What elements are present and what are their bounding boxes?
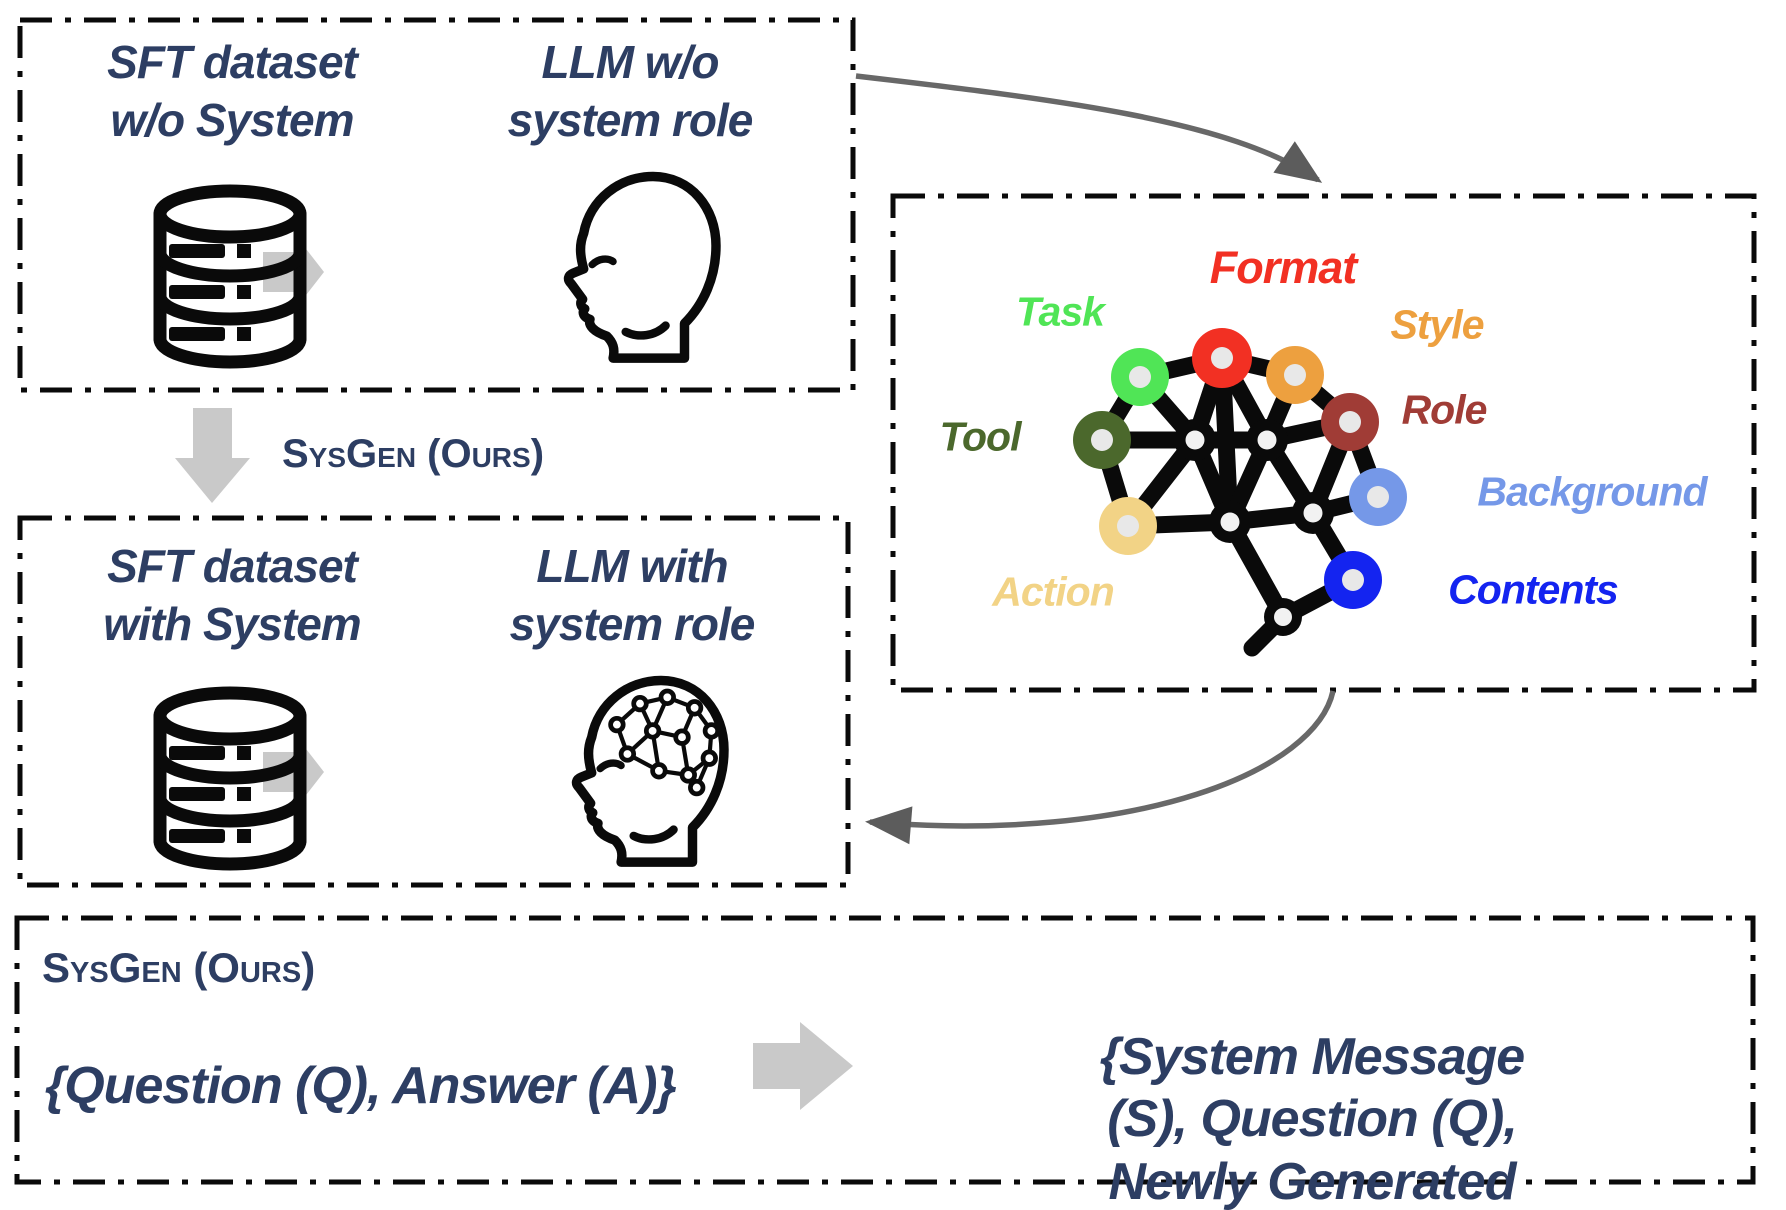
middle-box-llm-title: LLM with system role [509,540,756,650]
attributes-box-border [890,193,1757,693]
attr-label-tool: Tool [939,413,1021,460]
top-box-dataset-title: SFT dataset w/o System [107,36,358,146]
attr-label-action: Action [992,568,1115,615]
background-node [1349,468,1407,526]
database-icon [153,686,307,871]
attr-label-background: Background [1477,468,1707,515]
connector-arrow-top-icon [855,73,1323,183]
attr-label-role: Role [1401,386,1488,433]
action-node [1099,497,1157,555]
attribute-nodes [1073,328,1407,609]
style-node [1266,346,1324,404]
attr-label-style: Style [1390,301,1485,348]
attr-label-contents: Contents [1448,566,1619,613]
middle-box-border [17,515,851,888]
middle-box-dataset-title: SFT dataset with System [103,540,361,650]
task-node [1111,348,1169,406]
bottom-box-border [14,915,1756,1185]
database-icon [153,184,307,369]
format-node [1192,328,1252,388]
top-box-llm-title: LLM w/o system role [507,36,754,146]
brain-network-icon [1073,328,1407,657]
attr-label-format: Format [1209,242,1358,293]
flow-arrow-down-icon [175,408,250,503]
bottom-input-expression: {Question (Q), Answer (A)} [45,1057,677,1115]
contents-node [1324,551,1382,609]
brain-head-icon [571,675,729,867]
role-node [1321,393,1379,451]
flow-arrow-right-bottom-icon [753,1022,853,1110]
sysgen-arrow-label: SysGen (Ours) [282,432,545,476]
attr-label-task: Task [1016,288,1105,335]
bottom-output-expression: {System Message (S), Question (Q), Newly… [1099,1028,1525,1210]
top-box-border [17,17,856,393]
bottom-box-heading: SysGen (Ours) [42,944,316,991]
inner-network-nodes [1174,419,1334,636]
connector-arrow-bottom-icon [865,690,1336,845]
head-icon [563,171,721,363]
mini-brain-network-icon [608,688,721,797]
tool-node [1073,411,1131,469]
